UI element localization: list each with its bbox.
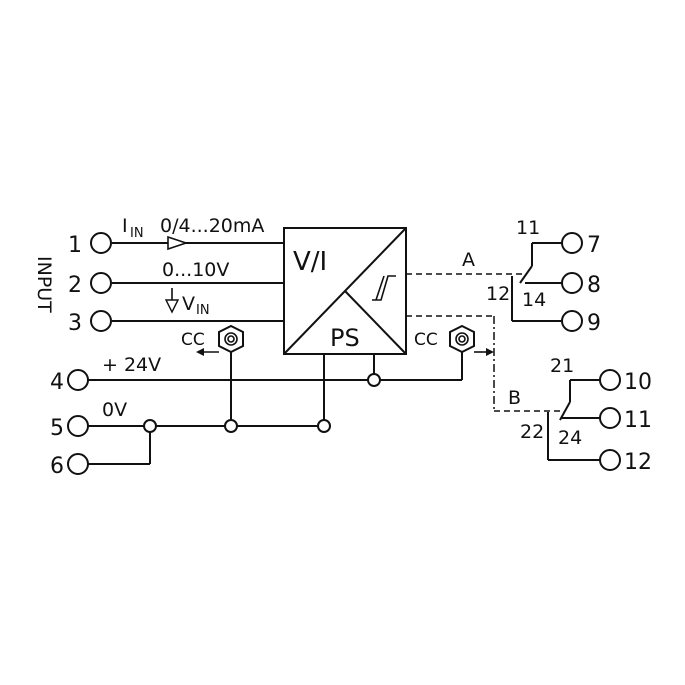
terminal-number: 8	[587, 273, 601, 298]
voltage-symbol: V	[182, 293, 195, 315]
terminal-number: 1	[68, 233, 82, 258]
output-terminal-12[interactable]: 12	[599, 449, 652, 475]
relay-a-pin-14: 14	[522, 289, 546, 311]
voltage-arrow-icon	[164, 299, 180, 314]
converter-block: V/I PS	[283, 227, 407, 355]
input-side-label: INPUT	[33, 256, 55, 313]
power-terminal-4[interactable]: 4	[50, 369, 89, 395]
arrow-right-icon	[486, 348, 494, 356]
current-arrow-icon	[167, 235, 189, 251]
voltage-range-label: 0...10V	[162, 259, 229, 281]
input-terminal-1[interactable]: 1	[68, 232, 112, 258]
hysteresis-icon	[372, 275, 396, 301]
output-terminal-7[interactable]: 7	[561, 232, 601, 258]
ps-label: PS	[330, 324, 360, 352]
input-terminal-2[interactable]: 2	[68, 272, 112, 298]
current-symbol: I	[122, 215, 128, 237]
relay-a-pin-11: 11	[516, 217, 540, 239]
cc-label-left: CC	[181, 330, 205, 350]
terminal-number: 10	[624, 370, 652, 395]
vi-label: V/I	[293, 247, 327, 277]
terminal-number: 6	[50, 454, 64, 479]
relay-links	[406, 273, 560, 412]
output-terminal-9[interactable]: 9	[561, 310, 601, 336]
plus-24v-label: + 24V	[102, 354, 161, 376]
power-terminal-6[interactable]: 6	[50, 453, 89, 479]
input-terminal-3[interactable]: 3	[68, 310, 112, 336]
power-wiring	[88, 350, 463, 465]
output-terminal-8[interactable]: 8	[561, 272, 601, 298]
terminal-number: 7	[587, 233, 601, 258]
relay-b-pin-24: 24	[558, 427, 582, 449]
relay-b-contact	[547, 379, 600, 461]
current-range-label: 0/4...20mA	[160, 215, 264, 237]
current-subscript: IN	[130, 226, 144, 241]
zero-v-label: 0V	[102, 399, 127, 421]
input-wiring	[112, 235, 284, 322]
relay-b-label: B	[508, 387, 521, 409]
relay-b-pin-21: 21	[550, 355, 574, 377]
cc-label-right: CC	[414, 330, 438, 350]
cc-connector-left[interactable]: CC	[181, 324, 244, 356]
terminal-number: 12	[624, 450, 652, 475]
power-terminal-5[interactable]: 5	[50, 415, 89, 441]
output-terminal-11[interactable]: 11	[599, 407, 652, 433]
terminal-number: 5	[50, 416, 64, 441]
cc-connector-right[interactable]: CC	[414, 324, 494, 356]
relay-b-pin-22: 22	[520, 421, 544, 443]
terminal-number: 4	[50, 370, 64, 395]
arrow-left-icon	[196, 348, 204, 356]
terminal-number: 3	[68, 311, 82, 336]
relay-a-contact	[511, 242, 562, 322]
relay-a-label: A	[462, 249, 475, 271]
voltage-subscript: IN	[196, 303, 210, 318]
relay-a-pin-12: 12	[486, 283, 510, 305]
terminal-number: 11	[624, 408, 652, 433]
terminal-number: 9	[587, 311, 601, 336]
terminal-number: 2	[68, 273, 82, 298]
output-terminal-10[interactable]: 10	[599, 369, 652, 395]
